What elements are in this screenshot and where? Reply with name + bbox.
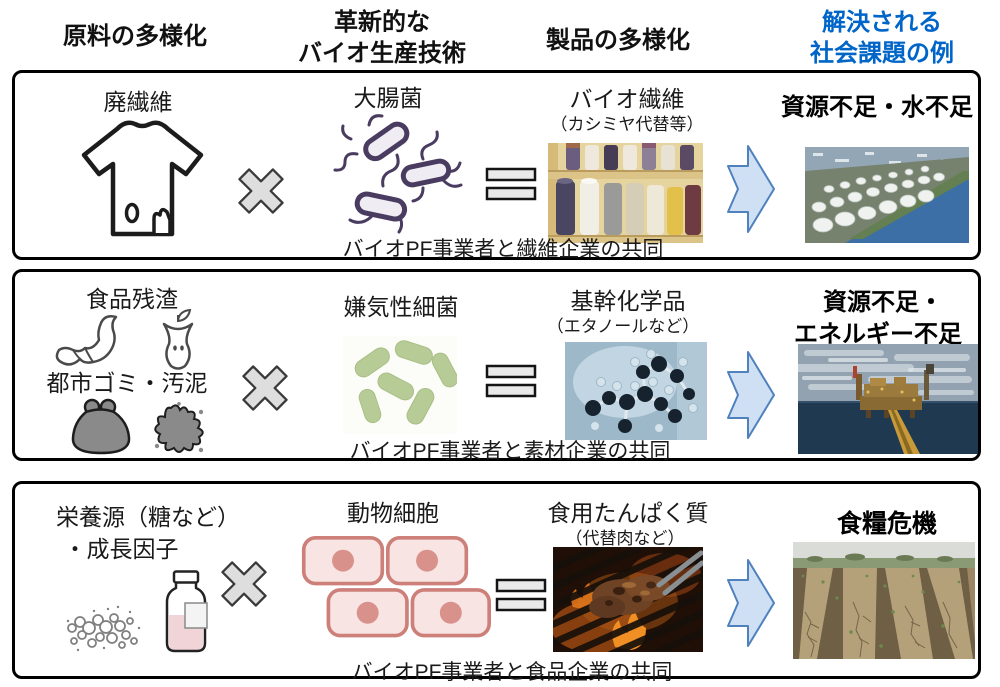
product-sublabel: （代替肉など） [565, 529, 685, 548]
grilled-meat-photo [553, 547, 703, 652]
sludge-splat-icon [151, 402, 207, 456]
banana-peel-icon [53, 312, 125, 370]
apple-core-icon [157, 308, 199, 372]
technology-label: 動物細胞 [347, 500, 439, 526]
multiply-cross-icon [233, 356, 297, 420]
product-label: 基幹化学品 [570, 288, 686, 314]
row-caption: バイオPF事業者と繊維企業の共同 [342, 238, 664, 261]
issue-label: 資源不足・水不足 [781, 94, 973, 121]
multiply-cross-icon [212, 552, 276, 616]
trash-bag-icon [70, 398, 132, 456]
row-waste-fiber: 廃繊維 大腸菌 [12, 70, 981, 261]
header-products: 製品の多様化 [546, 27, 690, 54]
dry-cracked-field-photo [793, 542, 975, 659]
culture-bottle-icon [161, 570, 211, 654]
product-label: 食用たんぱく質 [547, 500, 709, 526]
yarn-spools-photo [548, 143, 703, 243]
equals-icon [485, 167, 537, 201]
material-label: 廃繊維 [103, 89, 173, 115]
oil-tank-farm-photo [805, 147, 969, 243]
right-arrow-icon [727, 144, 775, 234]
animal-cells-icon [301, 530, 491, 648]
equals-icon [485, 364, 537, 398]
offshore-oil-rig-photo [798, 344, 978, 454]
row-caption: バイオPF事業者と食品企業の共同 [351, 661, 673, 684]
row-cultured-protein: 栄養源（糖など） ・成長因子 [12, 481, 981, 684]
header-issues-line2: 社会課題の例 [810, 40, 954, 67]
product-sublabel: （エタノールなど） [546, 317, 700, 336]
product-sublabel: （カシミヤ代替等） [550, 115, 704, 134]
sugar-granules-icon [60, 594, 142, 654]
header-technology-line1: 革新的な [334, 9, 430, 36]
row-caption: バイオPF事業者と素材企業の共同 [349, 440, 671, 463]
anaerobic-bacteria-icon [343, 336, 457, 434]
molecule-model-photo [565, 342, 707, 440]
header-issues-line1: 解決される [822, 9, 942, 36]
header-technology-line2: バイオ生産技術 [298, 40, 466, 67]
multiply-cross-icon [229, 159, 293, 223]
ecoli-bacteria-icon [327, 109, 467, 237]
row-food-waste: 食品残渣 都市ゴミ・汚泥 [12, 269, 981, 463]
material-label: 栄養源（糖など） [56, 504, 240, 530]
equals-icon [495, 578, 547, 612]
technology-label: 大腸菌 [353, 85, 423, 111]
right-arrow-icon [727, 558, 775, 648]
technology-label: 嫌気性細菌 [343, 294, 459, 320]
right-arrow-icon [727, 350, 775, 440]
material-label: 食品残渣 [86, 286, 178, 312]
issue-label: 食糧危機 [836, 510, 938, 538]
waste-tshirt-icon [70, 115, 215, 240]
header-materials: 原料の多様化 [63, 23, 207, 50]
issue-label: 資源不足・ [823, 289, 943, 316]
material-label2: ・成長因子 [63, 536, 179, 562]
material-label2: 都市ゴミ・汚泥 [46, 370, 208, 396]
product-label: バイオ繊維 [569, 86, 685, 112]
issue-label2: エネルギー不足 [794, 321, 962, 348]
